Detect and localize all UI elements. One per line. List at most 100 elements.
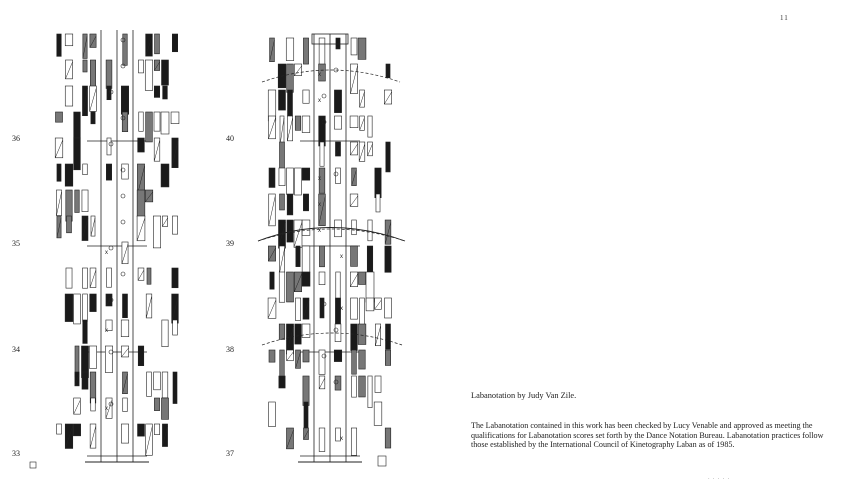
direction-symbol [318, 271, 326, 285]
direction-symbol [122, 33, 128, 66]
pin-symbol [321, 119, 327, 125]
pin-symbol [120, 219, 126, 225]
direction-symbol [334, 89, 342, 113]
symbol-hatch [268, 247, 276, 262]
count-mark: x [318, 72, 321, 78]
direction-symbol [278, 271, 286, 303]
direction-symbol [301, 271, 311, 287]
direction-symbol [385, 323, 391, 350]
direction-symbol [120, 319, 130, 337]
measure-number: 38 [226, 345, 234, 354]
symbol-hatch [384, 221, 392, 245]
symbol-hatch [82, 87, 88, 116]
direction-symbol [375, 193, 381, 213]
symbol-hatch [56, 217, 62, 238]
direction-symbol [319, 141, 325, 167]
symbol-hatch [65, 61, 73, 79]
direction-symbol [286, 427, 294, 450]
direction-symbol [301, 219, 311, 236]
direction-symbol [384, 427, 392, 449]
symbol-hatch [145, 35, 153, 57]
symbol-hatch [287, 117, 293, 141]
direction-symbol [121, 345, 129, 358]
direction-symbol [73, 137, 81, 171]
pin-symbol [120, 167, 126, 173]
count-mark: x [340, 254, 343, 260]
symbol-hatch [318, 377, 326, 389]
symbol-hatch [121, 347, 129, 358]
direction-symbol [358, 349, 366, 370]
direction-symbol [303, 427, 309, 440]
measure-number: 40 [226, 134, 234, 143]
direction-symbol [365, 271, 375, 303]
symbol-hatch [384, 91, 392, 105]
direction-symbol [171, 33, 179, 53]
symbol-hatch [171, 295, 179, 324]
pin-symbol [108, 349, 114, 355]
phrasing-arc [261, 332, 403, 346]
direction-symbol [350, 141, 358, 156]
direction-symbol [145, 33, 153, 57]
staff-left: xxx [29, 30, 180, 469]
symbol-hatch [145, 295, 153, 319]
symbol-hatch [350, 143, 358, 156]
direction-symbol [137, 345, 145, 366]
direction-symbol [81, 215, 89, 241]
direction-symbol [318, 349, 326, 375]
symbol-hatch [145, 425, 153, 456]
staff-top-frame [311, 33, 349, 45]
direction-symbol [357, 323, 367, 345]
pin-symbol [120, 271, 126, 277]
direction-symbol [286, 167, 294, 195]
symbol-hatch [350, 65, 358, 94]
direction-symbol [301, 245, 311, 273]
direction-symbol [268, 115, 276, 140]
direction-symbol [295, 297, 301, 321]
direction-symbol [367, 141, 373, 157]
direction-symbol [318, 427, 326, 452]
direction-symbol [172, 371, 178, 404]
notation-certification-note: The Labanotation contained in this work … [471, 421, 824, 450]
symbol-hatch [121, 243, 129, 264]
direction-symbol [350, 323, 358, 351]
direction-symbol [333, 349, 343, 362]
direction-symbol [301, 323, 311, 338]
direction-symbol [302, 89, 310, 104]
pin-symbol [333, 379, 339, 385]
direction-symbol [318, 375, 326, 390]
direction-symbol [278, 323, 286, 340]
symbol-hatch [286, 429, 294, 449]
direction-symbol [294, 323, 302, 345]
measure-number: 37 [226, 449, 234, 458]
direction-symbol [351, 167, 357, 186]
direction-symbol [81, 371, 89, 390]
symbol-hatch [267, 299, 277, 319]
direction-symbol [294, 63, 302, 76]
direction-symbol [286, 271, 294, 303]
direction-symbol [335, 427, 341, 442]
symbol-hatch [89, 425, 97, 449]
direction-symbol [350, 427, 358, 456]
count-mark: x [318, 202, 321, 208]
direction-symbol [335, 141, 341, 157]
notation-credit: Labanotation by Judy Van Zile. [471, 391, 577, 400]
direction-symbol [350, 297, 358, 320]
direction-symbol [89, 293, 97, 312]
symbol-hatch [65, 425, 73, 449]
direction-symbol [144, 189, 154, 203]
pin-symbol [120, 115, 126, 121]
direction-symbol [170, 111, 180, 124]
direction-symbol [153, 85, 161, 98]
direction-symbol [294, 167, 302, 196]
direction-symbol [89, 345, 97, 369]
measure-number: 34 [12, 345, 20, 354]
direction-symbol [74, 189, 80, 213]
direction-symbol [73, 423, 81, 437]
direction-symbol [74, 371, 80, 387]
direction-symbol [351, 219, 357, 236]
direction-symbol [366, 245, 374, 274]
direction-symbol [384, 219, 392, 245]
direction-symbol [385, 141, 391, 173]
direction-symbol [334, 115, 342, 130]
direction-symbol [269, 271, 275, 290]
